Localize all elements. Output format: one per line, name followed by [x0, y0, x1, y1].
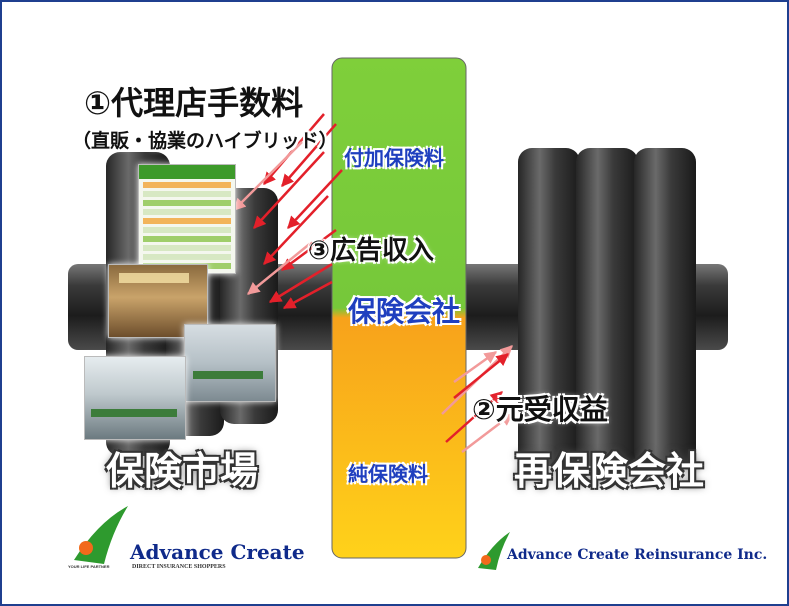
- loading-premium-label: 付加保険料: [344, 146, 444, 170]
- advance-create-tagline: YOUR LIFE PARTNER: [68, 564, 110, 569]
- advance-create-reinsurance-brand: Advance Create Reinsurance Inc.: [507, 547, 768, 563]
- advance-create-logo: [74, 506, 128, 564]
- reinsurer-label: 再保険会社: [514, 449, 705, 493]
- right-plate-1: [518, 148, 580, 466]
- hybrid-label: （直販・協業のハイブリッド）: [72, 130, 338, 152]
- right-plate-2: [576, 148, 638, 466]
- insurance-company-label: 保険会社: [348, 295, 461, 328]
- right-plate-3: [634, 148, 696, 466]
- arrows-left: [233, 113, 343, 310]
- leaf-swoosh-icon: [478, 532, 510, 570]
- office-photo-1: [184, 324, 276, 402]
- reinsurance-income-label: ②元受収益: [472, 393, 608, 426]
- leaf-swoosh-icon: [74, 506, 128, 564]
- office-photo-2: [84, 356, 186, 440]
- advance-create-reinsurance-logo: [478, 532, 510, 570]
- insurance-market-label: 保険市場: [106, 449, 259, 493]
- center-column: [331, 57, 467, 559]
- arrows-right: [441, 345, 513, 453]
- agency-commission-label: ①代理店手数料: [84, 84, 304, 122]
- advance-create-brand: Advance Create: [130, 540, 305, 564]
- website-screenshot: [138, 164, 236, 274]
- pure-premium-label: 純保険料: [348, 462, 428, 486]
- ad-revenue-label: ③広告収入: [308, 236, 435, 266]
- advance-create-subtitle: DIRECT INSURANCE SHOPPERS: [132, 564, 226, 570]
